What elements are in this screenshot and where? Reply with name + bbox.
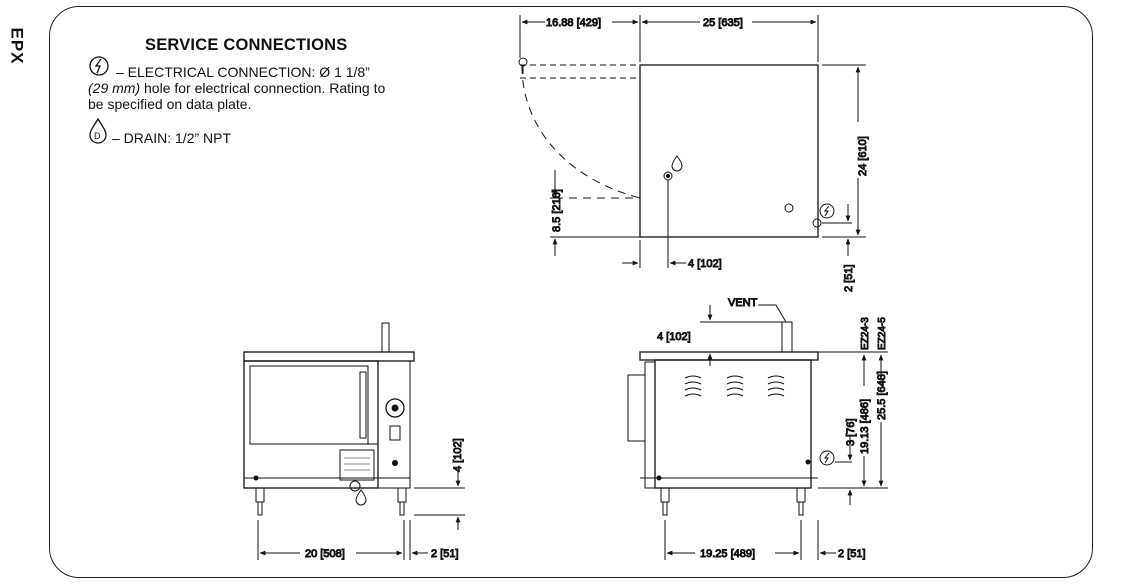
- front-dim-leg-height: 4 [102]: [452, 438, 464, 472]
- side-view: [627, 304, 888, 560]
- control-switch: [389, 425, 401, 441]
- model-ez24-5: EZ24-5: [877, 317, 888, 350]
- electrical-line-2-rest: hole for electrical connection. Rating t…: [140, 80, 386, 96]
- vent-label: VENT: [728, 297, 758, 309]
- electrical-connection-legend: – ELECTRICAL CONNECTION: Ø 1 1/8” (29 mm…: [88, 54, 448, 114]
- service-connections-title: SERVICE CONNECTIONS: [145, 36, 348, 54]
- top-dim-drain-offset: 8.5 [216]: [551, 189, 563, 232]
- side-dim-leg-offset: 2 [51]: [838, 548, 866, 560]
- electrical-mm: (29 mm): [88, 80, 141, 96]
- model-ez24-3: EZ24-3: [860, 317, 871, 350]
- data-plate: [339, 449, 375, 481]
- drain-legend: D – DRAIN: 1/2” NPT: [88, 118, 388, 148]
- side-dim-height-ez24-5: 25.5 [648]: [876, 371, 888, 420]
- front-view: [243, 322, 465, 560]
- vent-hole: [784, 203, 794, 213]
- electrical-marker-top: [819, 203, 835, 219]
- top-dim-elec-offset: 2 [51]: [843, 264, 855, 292]
- drawing-frame: [49, 6, 1093, 578]
- electrical-line-3: be specified on data plate.: [88, 96, 252, 112]
- top-dim-drain-x: 4 [102]: [688, 258, 722, 270]
- front-dim-leg-span: 20 [508]: [305, 548, 345, 560]
- electrical-connection-icon: [89, 56, 109, 76]
- svg-text:D: D: [94, 131, 101, 141]
- top-view-body: [639, 64, 819, 238]
- top-dim-left: 16.88 [429]: [546, 17, 601, 29]
- vent-stack: [781, 321, 793, 353]
- drain-marker-top: [671, 155, 683, 172]
- drain-text: – DRAIN: 1/2” NPT: [112, 130, 232, 146]
- electrical-line-2: (29 mm) hole for electrical connection. …: [88, 80, 385, 96]
- side-dim-leg-span: 19.25 [489]: [700, 548, 755, 560]
- side-dim-elec-height: 3 [76]: [845, 418, 857, 446]
- side-dim-vent: 4 [102]: [657, 331, 691, 343]
- drain-icon: D: [89, 118, 107, 144]
- timer-knob: [385, 398, 405, 418]
- top-dim-depth: 24 [610]: [857, 136, 869, 176]
- electrical-line-1: – ELECTRICAL CONNECTION: Ø 1 1/8”: [116, 64, 370, 80]
- front-dim-leg-offset: 2 [51]: [431, 548, 459, 560]
- top-view: [518, 15, 866, 268]
- top-dim-width: 25 [635]: [703, 17, 743, 29]
- electrical-fitting-top: [812, 218, 822, 228]
- side-dim-height-ez24-3: 19.13 [486]: [859, 399, 871, 454]
